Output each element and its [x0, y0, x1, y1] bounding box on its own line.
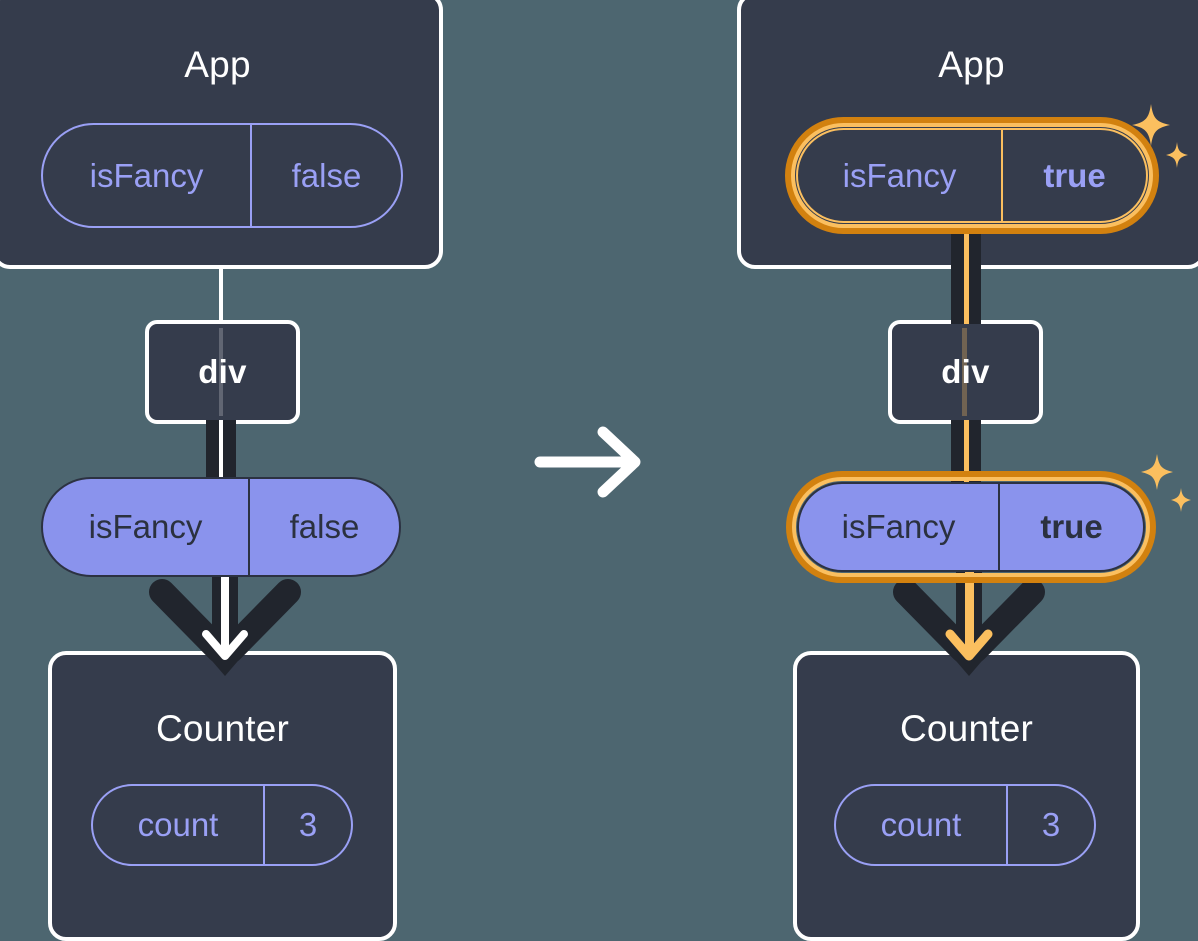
- connector-through-div-before: [219, 328, 223, 416]
- app-state-pill-key-before: isFancy: [89, 156, 204, 194]
- prop-pill-value-before: false: [289, 508, 360, 545]
- connector-app-to-div-after: [951, 228, 981, 324]
- counter-state-pill-key-before: count: [137, 806, 219, 843]
- app-state-pill-before[interactable]: isFancy false: [41, 123, 403, 228]
- div-node-label-after: div: [941, 353, 990, 390]
- connector-div-to-prop-before: [206, 420, 236, 482]
- counter-state-pill-after[interactable]: count 3: [834, 784, 1096, 866]
- counter-state-pill-divider-before: [263, 786, 265, 864]
- counter-state-pill-before[interactable]: count 3: [91, 784, 353, 866]
- prop-pill-key-before: isFancy: [88, 508, 203, 545]
- app-card-title-before: App: [184, 44, 251, 85]
- app-state-pill-value-before: false: [291, 156, 362, 194]
- app-state-pill-key-after: isFancy: [842, 156, 957, 194]
- app-state-pill-divider-after: [1001, 130, 1003, 221]
- counter-state-pill-key-after: count: [880, 806, 962, 843]
- prop-pill-highlight-after: [786, 471, 1156, 583]
- prop-flow-arrow-before: [149, 568, 301, 676]
- counter-state-pill-value-after: 3: [1041, 806, 1061, 843]
- app-state-pill-highlight-after: [785, 117, 1159, 234]
- prop-pill-divider-before: [248, 479, 250, 575]
- prop-pill-after[interactable]: isFancy true: [797, 482, 1145, 572]
- app-state-pill-after[interactable]: isFancy true: [796, 128, 1148, 223]
- counter-card-title-before: Counter: [155, 708, 290, 749]
- app-card-title-after: App: [938, 44, 1005, 85]
- transition-arrow-right-icon: [534, 426, 641, 498]
- prop-pill-key-after: isFancy: [841, 508, 956, 545]
- app-state-pill-divider-before: [250, 125, 252, 226]
- connector-app-to-div-before: [219, 266, 223, 324]
- counter-state-pill-divider-after: [1006, 786, 1008, 864]
- prop-flow-arrow-after: [893, 568, 1045, 676]
- counter-card-title-after: Counter: [899, 708, 1034, 749]
- prop-pill-value-after: true: [1040, 508, 1103, 545]
- counter-state-pill-value-before: 3: [298, 806, 318, 843]
- div-node-label-before: div: [198, 353, 247, 390]
- connector-through-div-after: [962, 328, 967, 416]
- app-state-pill-value-after: true: [1043, 156, 1106, 194]
- prop-pill-before[interactable]: isFancy false: [41, 477, 401, 577]
- prop-pill-divider-after: [998, 484, 1000, 570]
